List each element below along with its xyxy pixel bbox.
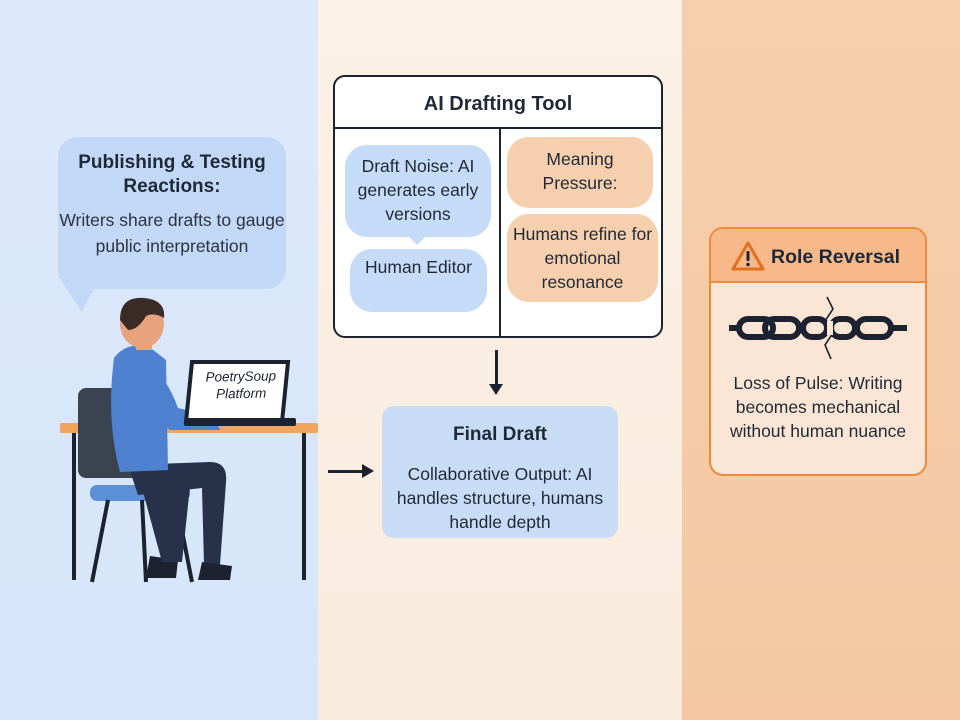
- publishing-title: Publishing & Testing Reactions:: [78, 152, 266, 197]
- role-reversal-title: Role Reversal: [771, 246, 900, 268]
- right-arrow-icon: [362, 464, 374, 478]
- role-reversal-header: Role Reversal: [711, 229, 925, 283]
- final-draft-title: Final Draft: [453, 424, 547, 445]
- draft-noise-bubble: Draft Noise: AI generates early versions: [345, 145, 491, 237]
- meaning-pressure-bubble: Meaning Pressure:: [507, 137, 653, 208]
- tool-divider: [499, 127, 501, 336]
- draft-noise-bubble-tail: [407, 235, 427, 245]
- writer-at-desk-illustration: [60, 297, 318, 583]
- human-editor-bubble: Human Editor: [350, 249, 487, 312]
- broken-chain-icon: [729, 296, 907, 360]
- laptop-screen-label: PoetrySoup Platform: [205, 368, 277, 402]
- role-reversal-description: Loss of Pulse: Writing becomes mechanica…: [729, 373, 907, 441]
- down-arrow-icon: [489, 384, 503, 395]
- publishing-description: Writers share drafts to gauge public int…: [59, 210, 285, 256]
- publishing-speech-bubble: Publishing & Testing Reactions: Writers …: [58, 137, 286, 289]
- final-draft-box: Final Draft Collaborative Output: AI han…: [382, 406, 618, 538]
- right-arrow-line: [328, 470, 364, 473]
- warning-icon: [731, 241, 765, 271]
- down-arrow-line: [495, 350, 498, 386]
- final-draft-description: Collaborative Output: AI handles structu…: [396, 464, 604, 532]
- role-reversal-card: Role Reversal Loss of Pulse: Writing bec…: [709, 227, 927, 476]
- ai-drafting-tool-title: AI Drafting Tool: [335, 77, 661, 129]
- humans-refine-bubble: Humans refine for emotional resonance: [507, 214, 658, 302]
